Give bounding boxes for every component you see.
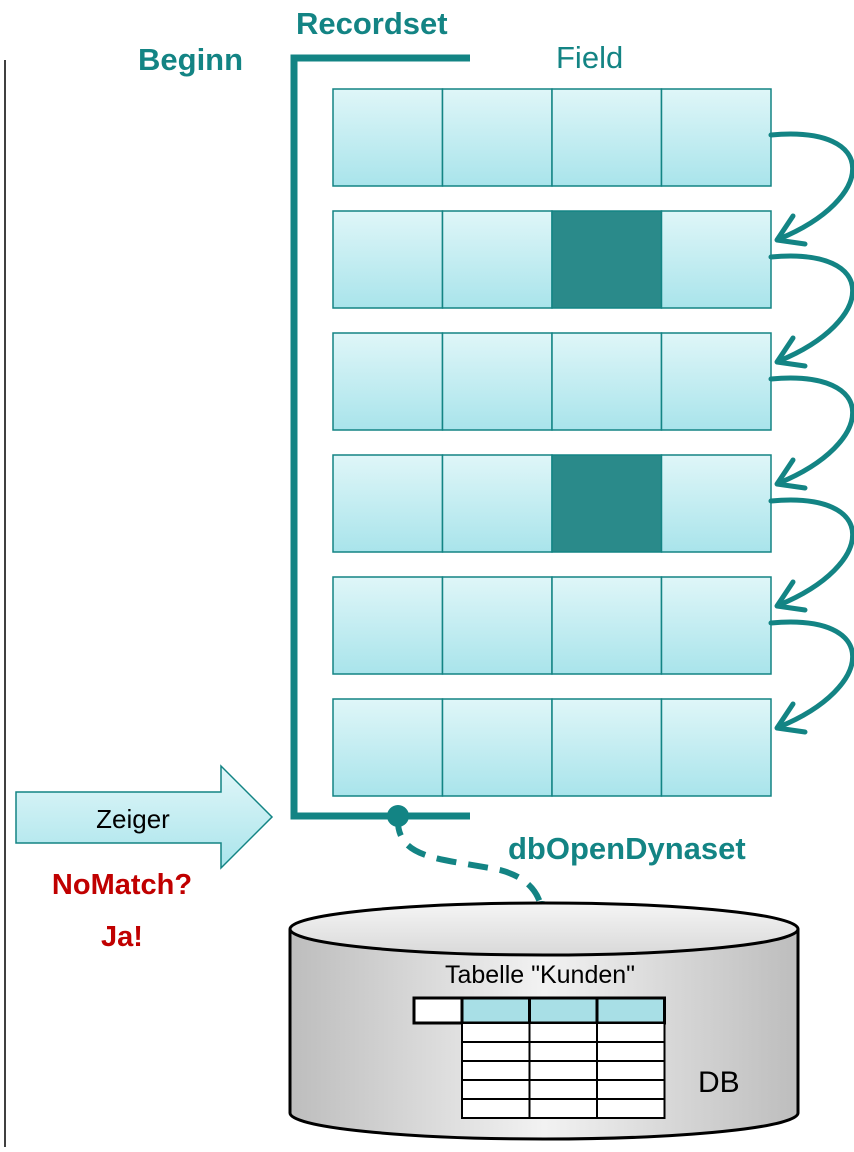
- db-table-cell: [528, 1079, 598, 1100]
- db-label: DB: [698, 1066, 740, 1099]
- next-arrow-4: [768, 497, 854, 613]
- db-table-cell: [596, 1098, 666, 1119]
- db-table-cell: [528, 1022, 598, 1043]
- record-field: [660, 454, 772, 553]
- ja-label: Ja!: [101, 921, 143, 953]
- record-field: [660, 332, 772, 431]
- db-table-cell: [596, 1060, 666, 1081]
- record-row-1: [332, 88, 772, 187]
- record-field: [332, 576, 444, 675]
- db-table-cell: [461, 1060, 531, 1081]
- record-field: [660, 576, 772, 675]
- db-table-cell: [528, 1060, 598, 1081]
- connection-dashed-line: [394, 815, 545, 913]
- db-table-cell: [596, 1079, 666, 1100]
- record-field: [441, 210, 553, 309]
- record-row-5: [332, 576, 772, 675]
- record-field: [332, 332, 444, 431]
- table-name-label: Tabelle "Kunden": [445, 961, 635, 989]
- record-field-highlighted: [551, 210, 663, 309]
- record-row-6: [332, 698, 772, 797]
- record-field: [551, 332, 663, 431]
- beginn-label: Beginn: [138, 42, 243, 77]
- recordset-bracket: [290, 54, 470, 820]
- record-field: [551, 698, 663, 797]
- next-record-arrows: [768, 131, 854, 735]
- record-field: [441, 88, 553, 187]
- db-table-header-cell: [528, 996, 599, 1025]
- open-mode-label: dbOpenDynaset: [508, 831, 746, 866]
- record-field: [332, 88, 444, 187]
- db-table-cell: [461, 1022, 531, 1043]
- db-table-cell: [461, 1079, 531, 1100]
- next-arrow-2: [768, 253, 854, 369]
- record-field: [660, 88, 772, 187]
- record-field: [660, 210, 772, 309]
- record-row-4: [332, 454, 772, 553]
- db-table-cell: [596, 1022, 666, 1043]
- field-label: Field: [556, 40, 623, 75]
- zeiger-label: Zeiger: [96, 804, 170, 834]
- record-field: [441, 576, 553, 675]
- record-rows: [332, 88, 772, 797]
- recordset-label: Recordset: [296, 6, 448, 41]
- record-field: [332, 698, 444, 797]
- record-field: [441, 698, 553, 797]
- db-table-cell: [528, 1098, 598, 1119]
- db-table-header-cell: [595, 996, 666, 1025]
- next-arrow-1: [768, 131, 854, 247]
- db-table: [412, 996, 666, 1119]
- record-field: [551, 576, 663, 675]
- db-table-cell: [596, 1041, 666, 1062]
- nomatch-label: NoMatch?: [52, 869, 192, 901]
- db-table-header-cell: [460, 996, 531, 1025]
- record-field-highlighted: [551, 454, 663, 553]
- record-row-2: [332, 210, 772, 309]
- next-arrow-3: [768, 375, 854, 491]
- record-field: [332, 454, 444, 553]
- db-table-cell: [461, 1041, 531, 1062]
- record-row-3: [332, 332, 772, 431]
- record-field: [551, 88, 663, 187]
- db-table-header-lead: [412, 996, 464, 1025]
- next-arrow-5: [768, 619, 854, 735]
- connection-dot-top: [387, 805, 409, 827]
- db-table-cell: [461, 1098, 531, 1119]
- record-field: [660, 698, 772, 797]
- record-field: [441, 454, 553, 553]
- zeiger-arrow: [15, 764, 274, 870]
- record-field: [441, 332, 553, 431]
- db-table-cell: [528, 1041, 598, 1062]
- record-field: [332, 210, 444, 309]
